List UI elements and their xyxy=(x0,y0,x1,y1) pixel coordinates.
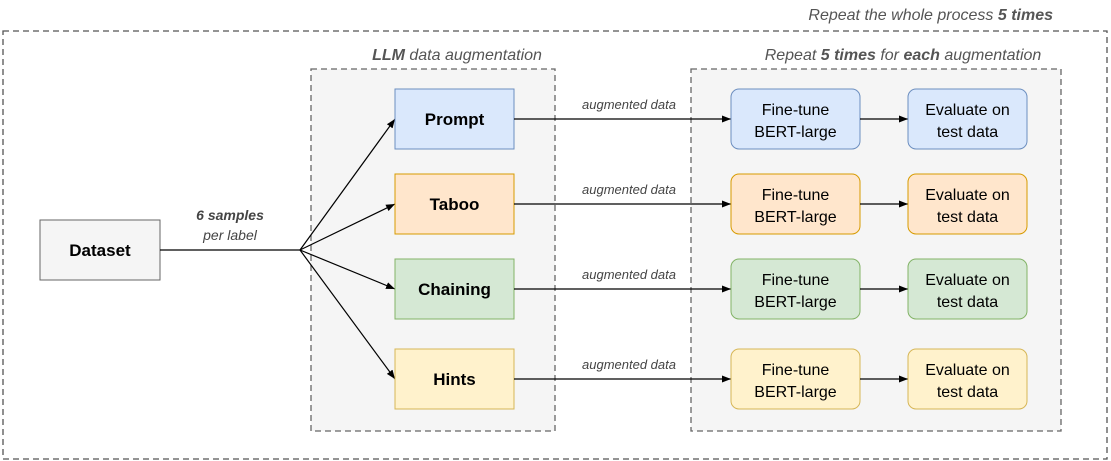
outer-repeat-caption: Repeat the whole process 5 times xyxy=(808,7,1053,24)
augmentation-label-chaining: Chaining xyxy=(418,280,491,299)
evaluate-label-line2: test data xyxy=(937,294,998,311)
outer-repeat-frame xyxy=(2,30,1108,460)
split-arrow-chaining xyxy=(299,249,396,290)
finetune-label-line2: BERT-large xyxy=(754,294,837,311)
evaluate-node-hints xyxy=(907,348,1028,410)
augmentation-node-taboo xyxy=(394,173,515,235)
split-arrow-taboo xyxy=(299,203,396,251)
repeat-each-caption: Repeat 5 times for each augmentation xyxy=(765,47,1042,64)
augmented-data-label: augmented data xyxy=(582,267,676,282)
finetune-label-line1: Fine-tune xyxy=(762,102,830,119)
augmentation-node-hints xyxy=(394,348,515,410)
finetune-label-line2: BERT-large xyxy=(754,209,837,226)
dataset-edge-label-samples: 6 samples xyxy=(196,207,264,223)
split-arrow-prompt xyxy=(299,118,396,251)
evaluate-label-line2: test data xyxy=(937,124,998,141)
augmentation-node-prompt xyxy=(394,88,515,150)
finetune-label-line1: Fine-tune xyxy=(762,272,830,289)
augmented-data-label: augmented data xyxy=(582,97,676,112)
finetune-label-line2: BERT-large xyxy=(754,384,837,401)
finetune-label-line2: BERT-large xyxy=(754,124,837,141)
evaluate-label-line1: Evaluate on xyxy=(925,272,1010,289)
augmentation-label-hints: Hints xyxy=(433,370,476,389)
dataset-edge-label-per-label: per label xyxy=(202,227,258,243)
split-arrow-hints xyxy=(299,249,396,380)
evaluate-label-line1: Evaluate on xyxy=(925,102,1010,119)
dataset-label: Dataset xyxy=(69,241,131,260)
augmentation-label-taboo: Taboo xyxy=(430,195,480,214)
evaluate-node-chaining xyxy=(907,258,1028,320)
evaluate-node-taboo xyxy=(907,173,1028,235)
augmentation-label-prompt: Prompt xyxy=(425,110,485,129)
finetune-label-line1: Fine-tune xyxy=(762,362,830,379)
llm-augmentation-caption: LLM data augmentation xyxy=(372,47,542,64)
evaluate-label-line2: test data xyxy=(937,209,998,226)
evaluate-label-line2: test data xyxy=(937,384,998,401)
evaluate-label-line1: Evaluate on xyxy=(925,187,1010,204)
finetune-label-line1: Fine-tune xyxy=(762,187,830,204)
augmentation-node-chaining xyxy=(394,258,515,320)
augmented-data-label: augmented data xyxy=(582,357,676,372)
augmented-data-label: augmented data xyxy=(582,182,676,197)
evaluate-node-prompt xyxy=(907,88,1028,150)
evaluate-label-line1: Evaluate on xyxy=(925,362,1010,379)
